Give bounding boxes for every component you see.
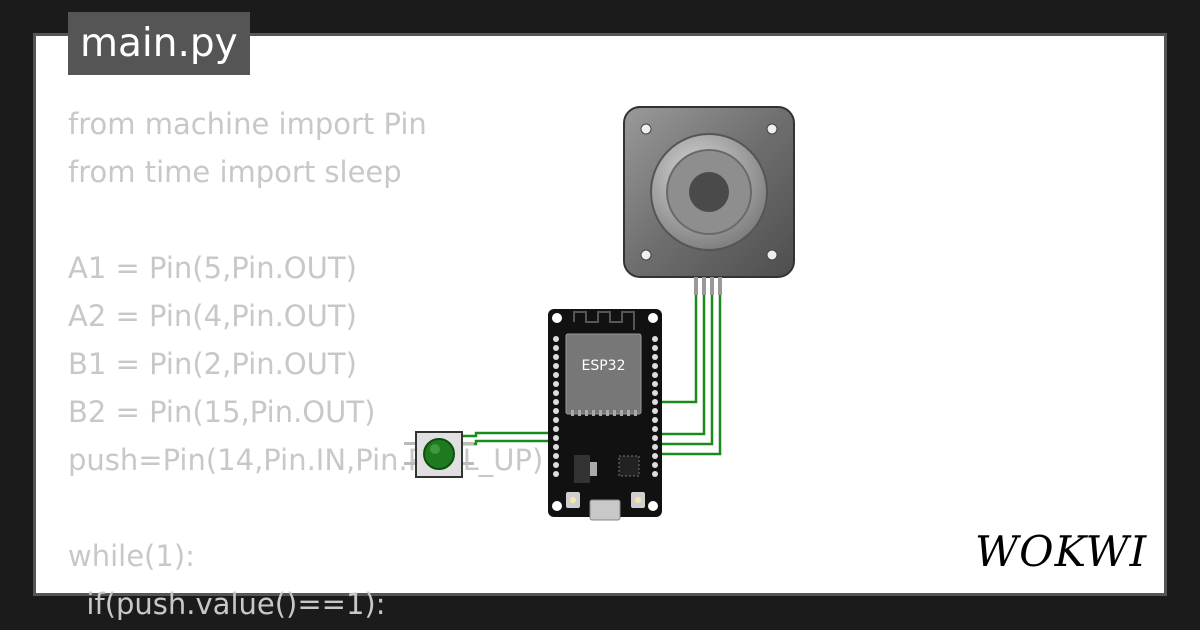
code-line: B1 = Pin(2,Pin.OUT) (68, 347, 357, 381)
stepper-motor-icon[interactable] (623, 106, 795, 295)
wokwi-logo-text: WOKWI (975, 527, 1148, 576)
code-line: if(push.value()==1): (68, 587, 386, 621)
code-line: push=Pin(14,Pin.IN,Pin.PULL_UP) (68, 443, 544, 477)
file-name-tab[interactable]: main.py (68, 12, 250, 75)
code-line: B2 = Pin(15,Pin.OUT) (68, 395, 376, 429)
code-line: from machine import Pin (68, 107, 427, 141)
code-preview: from machine import Pin from time import … (68, 100, 543, 628)
board-label: ESP32 (582, 358, 626, 374)
code-line: A2 = Pin(4,Pin.OUT) (68, 299, 357, 333)
wokwi-logo-icon: WOKWI (975, 527, 1148, 576)
pushbutton-icon[interactable] (404, 431, 474, 478)
wires (462, 295, 722, 456)
code-line: while(1): (68, 539, 195, 573)
code-line: from time import sleep (68, 155, 402, 189)
esp32-board-icon[interactable]: ESP32 (548, 309, 662, 521)
code-line: A1 = Pin(5,Pin.OUT) (68, 251, 357, 285)
